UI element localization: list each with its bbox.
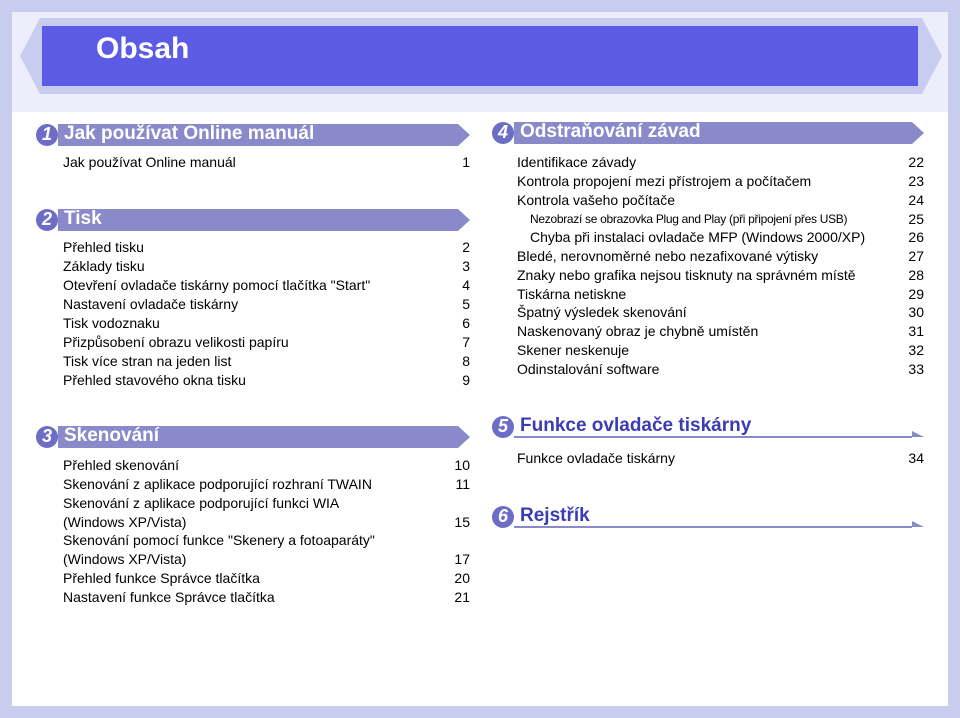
entry-page: 4 [462,277,470,293]
page-title: Obsah [96,32,190,65]
entry-text: Přizpůsobení obrazu velikosti papíru [63,334,289,350]
section-4-header: 4 Odstraňování závad [492,121,924,145]
entry-text: Přehled tisku [63,239,144,255]
entry-page: 33 [908,361,924,377]
entry-text: Znaky nebo grafika nejsou tisknuty na sp… [517,267,856,283]
entry-page: 29 [908,286,924,302]
entry-text: Kontrola vašeho počítače [517,192,675,208]
entry-page: 6 [462,315,470,331]
entry-page: 21 [454,589,470,605]
entry-page: 3 [462,258,470,274]
entry-text: Kontrola propojení mezi přístrojem a poč… [517,173,812,189]
entry-text: Tisk vodoznaku [63,315,160,331]
entry-page: 8 [462,353,470,369]
entry-text: Chyba při instalaci ovladače MFP (Window… [530,229,866,245]
entry-text: (Windows XP/Vista) [63,551,187,567]
entry-text: Nezobrazí se obrazovka Plug and Play (př… [530,212,848,226]
section-title: Rejstřík [520,505,590,526]
entry-page: 31 [908,323,924,339]
section-number: 4 [497,122,508,142]
entry-page: 15 [454,514,470,530]
section-6-header[interactable]: 6 Rejstřík [492,505,924,529]
entry-page: 7 [462,334,470,350]
entry-page: 26 [908,229,924,245]
section-1-header: 1 Jak používat Online manuál [36,123,470,147]
entry-text: Naskenovaný obraz je chybně umístěn [517,323,759,339]
entry-page: 30 [908,304,924,320]
entry-text: Špatný výsledek skenování [517,304,687,320]
section-title: Funkce ovladače tiskárny [520,415,752,436]
entry-text: Základy tisku [63,258,145,274]
entry-text: Tiskárna netiskne [517,286,627,302]
entry-page: 23 [908,173,924,189]
entry-text: Skenování z aplikace podporující funkci … [63,495,340,511]
entry-page: 17 [454,551,470,567]
entry-text: Bledé, nerovnoměrné nebo nezafixované vý… [517,248,819,264]
section-5-header: 5 Funkce ovladače tiskárny [492,415,924,439]
section-number: 1 [41,124,52,144]
section-title: Skenování [64,425,160,446]
section-number: 6 [497,506,508,526]
entry-page: 34 [908,450,924,466]
entry-text: Nastavení funkce Správce tlačítka [63,589,275,605]
entry-text: Přehled funkce Správce tlačítka [63,570,260,586]
entry-page: 2 [462,239,470,255]
section-title: Odstraňování závad [520,121,701,142]
entry-text: Přehled stavového okna tisku [63,372,246,388]
title-banner: Obsah [20,18,942,94]
entry-text: Jak používat Online manuál [63,154,236,170]
entry-text: Identifikace závady [517,154,637,170]
section-number: 3 [41,426,52,446]
entry-page: 25 [908,211,924,227]
entry-text: Přehled skenování [63,457,179,473]
section-number: 2 [41,209,52,229]
entry-text: Skenování pomocí funkce "Skenery a fotoa… [63,532,375,548]
entry-page: 24 [908,192,924,208]
entry-page: 28 [908,267,924,283]
section-3-header: 3 Skenování [36,425,470,449]
entry-page: 9 [462,372,470,388]
section-title: Tisk [64,208,102,229]
entry-text: Otevření ovladače tiskárny pomocí tlačít… [63,277,371,293]
section-title: Jak používat Online manuál [64,123,315,144]
entry-text: (Windows XP/Vista) [63,514,187,530]
entry-page: 22 [908,154,924,170]
entry-text: Funkce ovladače tiskárny [517,450,675,466]
entry-page: 20 [454,570,470,586]
entry-text: Tisk více stran na jeden list [63,353,232,369]
entry-page: 5 [462,296,470,312]
section-2-header: 2 Tisk [36,208,470,232]
entry-text: Skenování z aplikace podporující rozhran… [63,476,372,492]
entry-text: Nastavení ovladače tiskárny [63,296,239,312]
entry-page: 32 [908,342,924,358]
entry-text: Skener neskenuje [517,342,630,358]
entry-page: 27 [908,248,924,264]
entry-page: 1 [462,154,470,170]
section-number: 5 [497,416,508,436]
entry-page: 11 [455,476,470,492]
entry-page: 10 [454,457,470,473]
entry-text: Odinstalování software [517,361,660,377]
